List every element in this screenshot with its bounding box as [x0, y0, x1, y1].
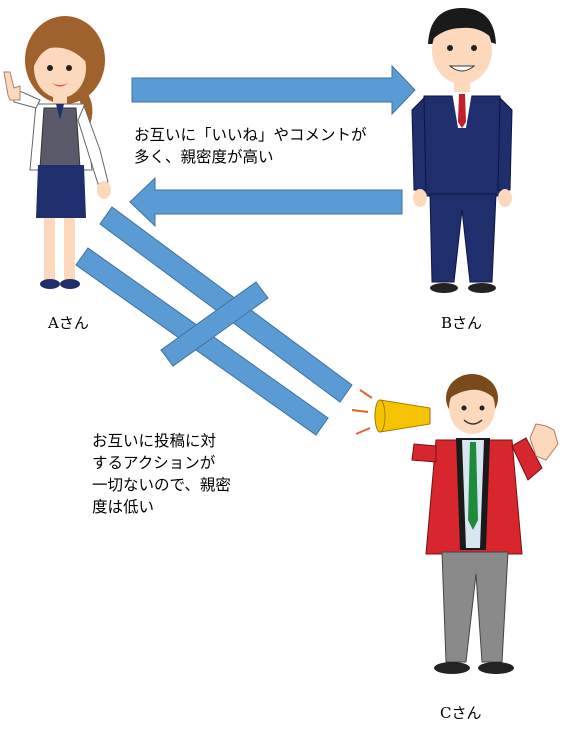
caption-a-b-high-intimacy: お互いに「いいね」やコメントが 多く、親密度が高い [134, 126, 367, 166]
label-person-b: Bさん [441, 314, 483, 332]
block-bar-1 [160, 281, 269, 367]
arrow-a-to-b [131, 64, 416, 116]
megaphone-icon [351, 389, 431, 435]
person-c-figure [411, 374, 559, 674]
label-person-a: Aさん [48, 314, 89, 332]
person-b-figure [411, 8, 513, 293]
label-person-c: Cさん [440, 704, 482, 722]
caption-a-c-low-intimacy: お互いに投稿に対 するアクションが 一切ないので、親密 度は低い [92, 432, 231, 516]
arrow-b-to-a [129, 176, 403, 228]
person-a-figure [3, 16, 111, 289]
